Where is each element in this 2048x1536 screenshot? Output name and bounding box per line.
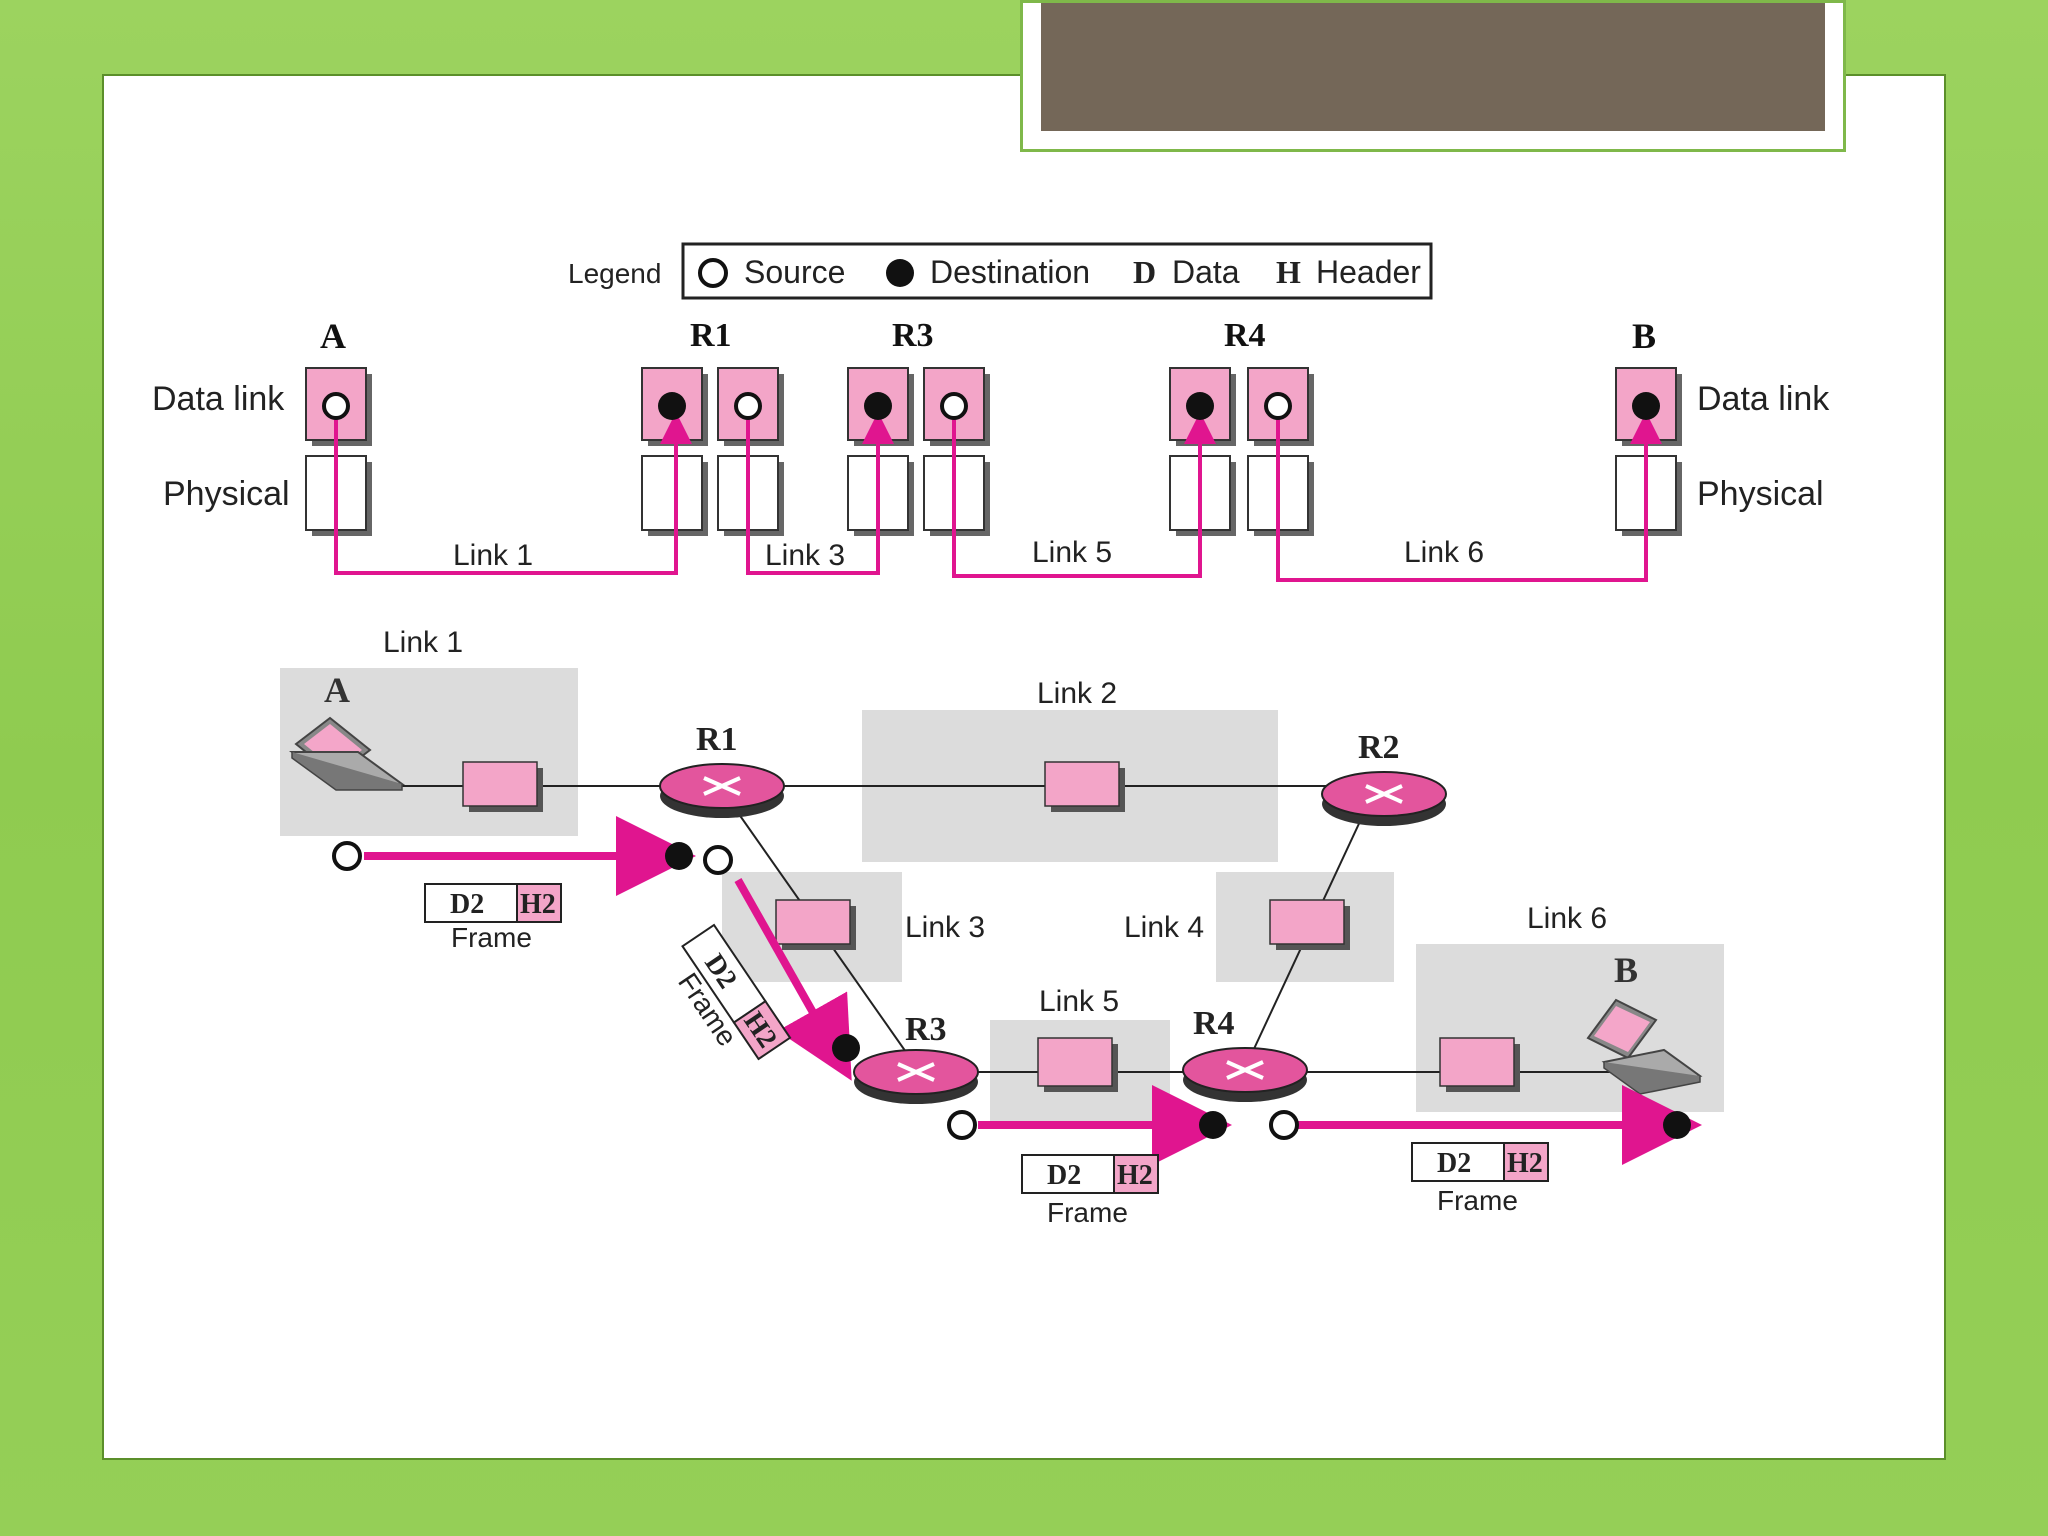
- legend-source: Source: [744, 254, 845, 290]
- destination-icon: [864, 392, 892, 420]
- link3-label: Link 3: [905, 911, 985, 944]
- layer-label-datalink-left: Data link: [152, 380, 285, 418]
- source-icon: [940, 392, 968, 420]
- link-device-boxes: [462, 761, 1520, 1092]
- legend-data-text: Data: [1172, 254, 1240, 290]
- legend-data-key: D: [1133, 254, 1156, 290]
- source-icon: [1264, 392, 1292, 420]
- top-link6-label: Link 6: [1404, 536, 1484, 569]
- frame-label: Frame: [1047, 1197, 1128, 1228]
- node-label-r2: R2: [1358, 729, 1400, 766]
- source-icon: [734, 392, 762, 420]
- link2-label: Link 2: [1037, 677, 1117, 710]
- top-path-link5: [952, 410, 1216, 578]
- legend-header-key: H: [1276, 254, 1301, 290]
- link5-label: Link 5: [1039, 985, 1119, 1018]
- node-label-a: A: [324, 670, 350, 710]
- node-label-r4-top: R4: [1224, 317, 1266, 354]
- node-label-r3-top: R3: [892, 317, 934, 354]
- destination-icon: [658, 392, 686, 420]
- node-label-r1: R1: [696, 721, 738, 758]
- slide-title-placeholder: [1020, 0, 1846, 152]
- link6-label: Link 6: [1527, 902, 1607, 935]
- legend-box: [681, 242, 1433, 300]
- destination-icon: [1632, 392, 1660, 420]
- title-bar: [1041, 3, 1825, 131]
- router-r4: [1182, 1047, 1308, 1102]
- source-icon: [698, 258, 728, 288]
- top-link1-label: Link 1: [453, 539, 533, 572]
- legend-header-text: Header: [1316, 254, 1421, 290]
- frame-header-text: H2: [1507, 1148, 1543, 1179]
- legend-destination: Destination: [930, 254, 1090, 290]
- router-r2: [1321, 771, 1447, 826]
- node-label-r4: R4: [1193, 1005, 1235, 1042]
- node-label-a-top: A: [320, 316, 346, 356]
- frame-path-arrows: [364, 816, 1702, 1165]
- node-label-r3: R3: [905, 1011, 947, 1048]
- node-label-r1-top: R1: [690, 317, 732, 354]
- layer-label-datalink-right: Data link: [1697, 380, 1830, 418]
- frame-data-text: D2: [1437, 1148, 1471, 1179]
- frame-label: Frame: [451, 922, 532, 953]
- stack-r1-in: [641, 367, 708, 536]
- source-destination-markers: [332, 841, 1691, 1140]
- legend-label: Legend: [568, 258, 661, 289]
- top-path-link1: [334, 410, 692, 575]
- frame-header-text: H2: [1117, 1160, 1153, 1191]
- source-icon: [322, 392, 350, 420]
- frame-link5: D2 H2 Frame: [1021, 1154, 1159, 1228]
- layer-label-physical-right: Physical: [1697, 475, 1824, 513]
- destination-icon: [1186, 392, 1214, 420]
- top-link3-label: Link 3: [765, 539, 845, 572]
- link1-label: Link 1: [383, 626, 463, 659]
- node-label-b-top: B: [1632, 316, 1656, 356]
- frame-label: Frame: [1437, 1185, 1518, 1216]
- top-link5-label: Link 5: [1032, 536, 1112, 569]
- destination-icon: [886, 259, 914, 287]
- frame-link6: D2 H2 Frame: [1411, 1142, 1549, 1216]
- frame-header-text: H2: [520, 889, 556, 920]
- top-path-link3: [746, 410, 894, 575]
- frame-link1: D2 H2 Frame: [424, 883, 562, 953]
- node-label-b: B: [1614, 950, 1638, 990]
- top-path-link6: [1276, 410, 1662, 582]
- layer-stacks: [305, 367, 1682, 582]
- link4-label: Link 4: [1124, 911, 1204, 944]
- router-r3: [853, 1049, 979, 1104]
- laptop-a-icon: [288, 716, 406, 791]
- frame-data-text: D2: [1047, 1160, 1081, 1191]
- layer-label-physical-left: Physical: [163, 475, 290, 513]
- router-r1: [659, 763, 785, 818]
- frame-data-text: D2: [450, 889, 484, 920]
